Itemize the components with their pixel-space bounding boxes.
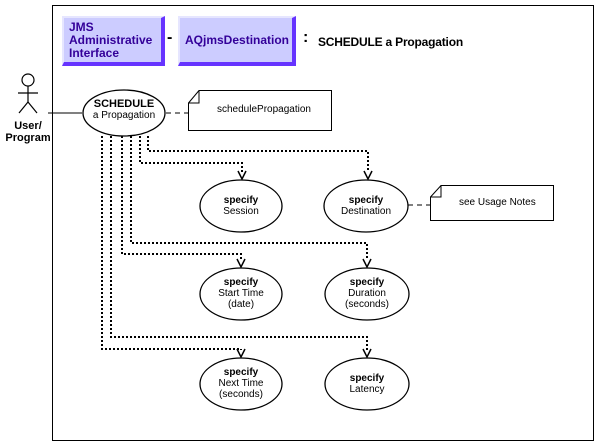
usecase-start-time-label: specify Start Time (date)	[201, 277, 281, 310]
arrow-head-icon	[236, 258, 246, 269]
usecase-line: (seconds)	[219, 389, 263, 400]
interface-label-line: Interface	[69, 46, 120, 60]
usecase-line: Next Time	[218, 378, 264, 389]
arrow-head-icon	[237, 170, 247, 181]
destination-note-shape	[430, 185, 554, 221]
operation-title: SCHEDULE a Propagation	[318, 35, 463, 49]
destination-note-text: see Usage Notes	[459, 197, 536, 208]
actor-label: User/ Program	[2, 120, 54, 144]
usecase-duration-ellipse[interactable]	[324, 267, 410, 321]
actor-label-line: User/	[14, 120, 42, 132]
class-label: AQjmsDestination	[185, 33, 290, 47]
usecase-destination-label: specify Destination	[326, 195, 406, 217]
arrow-head-icon	[236, 348, 246, 359]
usecase-session-label: specify Session	[201, 195, 281, 217]
usecase-line: Start Time	[218, 288, 264, 299]
usecase-latency-label: specify Latency	[327, 373, 407, 395]
usecase-latency-ellipse[interactable]	[324, 357, 410, 411]
usecase-verb: specify	[348, 195, 384, 206]
interface-label-line: Administrative	[69, 33, 153, 47]
usecase-next-time-label: specify Next Time (seconds)	[201, 367, 281, 400]
main-usecase-ellipse[interactable]	[82, 89, 166, 137]
usecase-session-ellipse[interactable]	[199, 179, 283, 233]
dependency-line-destination	[147, 136, 369, 172]
dependency-line-duration	[130, 136, 368, 260]
class-box: AQjmsDestination	[178, 16, 296, 66]
usecase-line: Session	[223, 206, 259, 217]
main-note-text: schedulePropagation	[217, 104, 311, 115]
arrow-head-icon	[363, 170, 373, 181]
arrow-head-icon	[362, 258, 372, 269]
arrow-head-icon	[362, 348, 372, 359]
usecase-duration-label: specify Duration (seconds)	[327, 277, 407, 310]
dependency-line-start-time	[121, 136, 242, 260]
usecase-next-time-ellipse[interactable]	[199, 357, 283, 411]
dependency-line-latency	[110, 136, 368, 350]
usecase-start-time-ellipse[interactable]	[199, 267, 283, 321]
main-usecase-subtitle: a Propagation	[92, 110, 156, 121]
usecase-line: Latency	[349, 384, 385, 395]
main-usecase-title: SCHEDULE	[93, 98, 155, 110]
usecase-line: (seconds)	[345, 299, 389, 310]
dependency-line-session	[139, 136, 243, 172]
diagram-frame	[52, 5, 594, 441]
usecase-verb: specify	[223, 367, 259, 378]
interface-label-line: JMS	[69, 20, 94, 34]
usecase-verb: specify	[223, 195, 259, 206]
usecase-line: Destination	[340, 206, 392, 217]
stick-figure-icon	[18, 73, 38, 114]
dependency-line-next-time	[101, 136, 242, 350]
usecase-destination-ellipse[interactable]	[323, 179, 409, 233]
main-usecase-label: SCHEDULE a Propagation	[84, 98, 164, 121]
usecase-verb: specify	[349, 277, 385, 288]
usecase-verb: specify	[349, 373, 385, 384]
usecase-verb: specify	[223, 277, 259, 288]
header-dash: -	[167, 29, 173, 46]
header-colon: :	[303, 29, 309, 46]
interface-box: JMS Administrative Interface	[62, 16, 165, 66]
actor-label-line: Program	[5, 132, 51, 144]
usecase-line: (date)	[227, 299, 255, 310]
main-note-shape	[188, 90, 332, 131]
usecase-line: Duration	[348, 288, 386, 299]
